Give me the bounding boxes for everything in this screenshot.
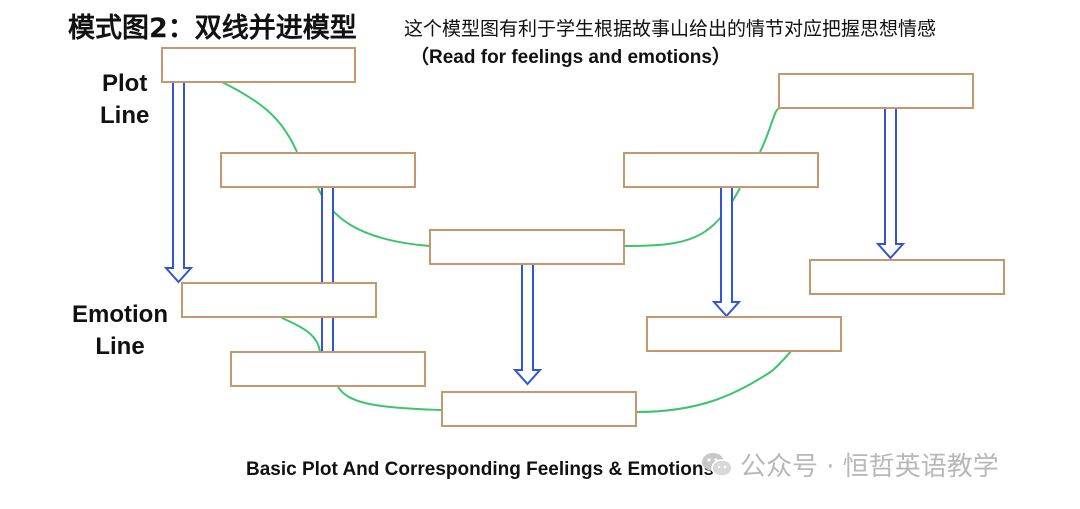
arrow-plot-3 <box>512 263 543 386</box>
emotion-box-5[interactable] <box>809 259 1005 295</box>
arrow-plot-4 <box>711 184 742 318</box>
diagram-caption: Basic Plot And Corresponding Feelings & … <box>246 459 715 480</box>
emotion-line-label: Emotion Line <box>72 299 168 363</box>
plot-line-label-word2: Line <box>100 102 150 129</box>
emotion-line-label-word1: Emotion <box>72 301 168 328</box>
emotion-box-1[interactable] <box>181 282 377 318</box>
plot-box-3[interactable] <box>429 229 625 265</box>
plot-box-4[interactable] <box>623 152 819 188</box>
diagram-subtitle-chinese: 这个模型图有利于学生根据故事山给出的情节对应把握思想情感 <box>404 18 937 40</box>
arrow-plot-1 <box>163 81 194 284</box>
diagram-title: 模式图2：双线并进模型 <box>68 13 357 44</box>
emotion-box-4[interactable] <box>646 316 842 352</box>
emotion-curve <box>281 277 827 413</box>
plot-box-2[interactable] <box>220 152 416 188</box>
arrow-plot-2 <box>312 167 343 370</box>
emotion-line-label-word2: Line <box>95 333 145 360</box>
plot-box-1[interactable] <box>161 47 356 83</box>
plot-curve <box>221 81 781 247</box>
diagram-subtitle-english: （Read for feelings and emotions） <box>410 47 731 68</box>
wechat-icon <box>702 452 733 477</box>
plot-box-5[interactable] <box>778 73 974 109</box>
arrow-plot-5 <box>875 107 906 260</box>
emotion-box-3[interactable] <box>441 391 637 427</box>
watermark-text: 公众号 · 恒哲英语教学 <box>740 452 999 482</box>
plot-line-label-word1: Plot <box>102 70 148 97</box>
watermark: 公众号 · 恒哲英语教学 <box>700 446 999 483</box>
plot-line-label: Plot Line <box>100 68 149 132</box>
emotion-box-2[interactable] <box>230 351 426 387</box>
